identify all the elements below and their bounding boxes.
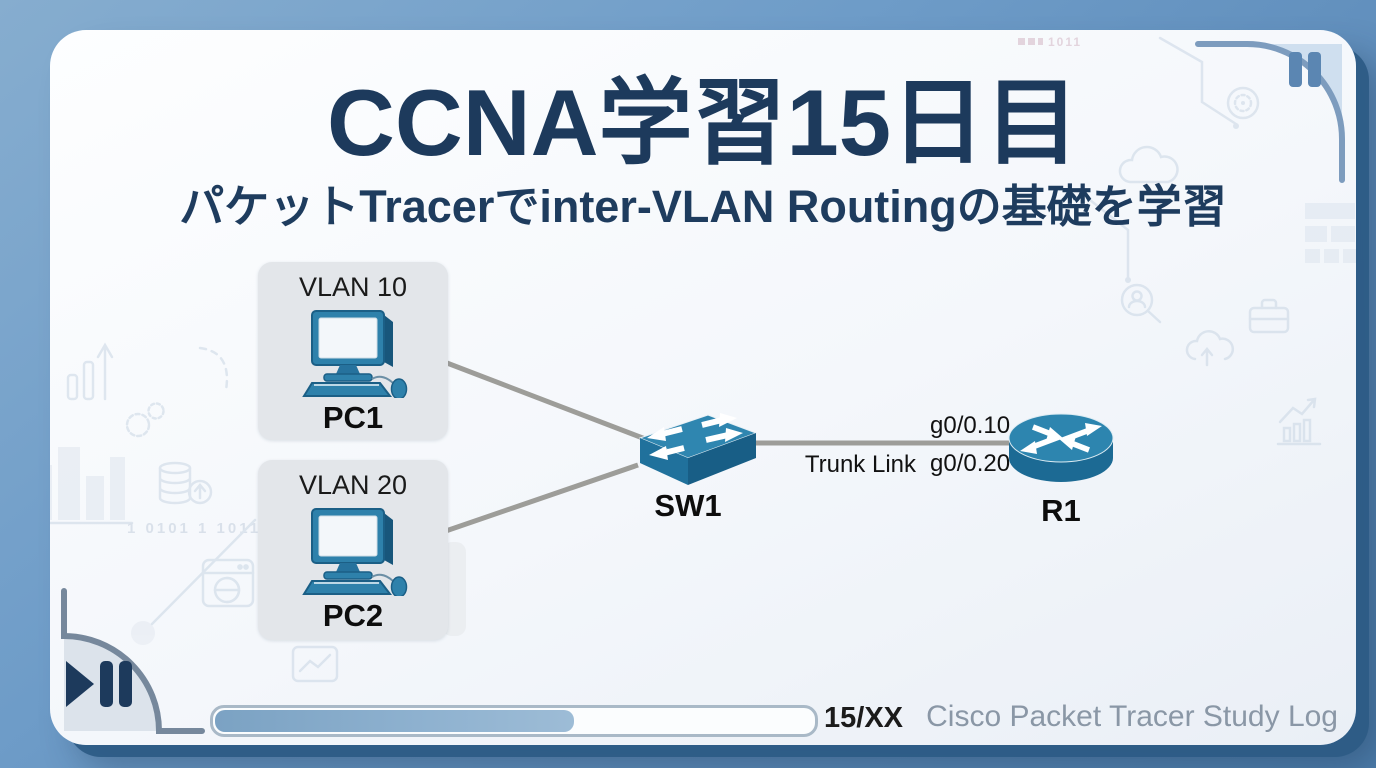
trend-chart-icon: [1276, 397, 1322, 446]
play-pause-icon: [66, 661, 132, 707]
data-grid-icon: [1305, 203, 1356, 263]
slide-counter: 15/XX: [824, 702, 903, 734]
svg-text:1011: 1011: [1048, 35, 1082, 49]
cloud-upload-icon: [1185, 330, 1234, 367]
vlan10-label: VLAN 10: [298, 272, 408, 302]
r1-label: R1: [1041, 493, 1081, 528]
page-subtitle: パケットTracerでinter-VLAN Routingの基礎を学習: [179, 181, 1227, 232]
user-search-icon: [1120, 283, 1162, 324]
cloud-icon: [1118, 145, 1179, 184]
browser-window-icon: [201, 558, 255, 608]
subinterface-g0010-label: g0/0.10: [930, 412, 1011, 439]
slide-card: 1 0101 1 1011: [50, 30, 1356, 745]
desktop-computer-icon: [301, 508, 407, 596]
pc2-group: VLAN 20 PC2: [258, 460, 448, 640]
sw1-label: SW1: [654, 488, 722, 523]
compass-icon: [1226, 86, 1260, 120]
progress-bar: [210, 705, 818, 737]
pc1-group: VLAN 10 PC1: [258, 262, 448, 440]
background-decor: 1 0101 1 1011: [50, 35, 1356, 683]
desktop-computer-icon: [301, 310, 407, 398]
decor-bar: [442, 542, 466, 636]
circuit-lines-icon: [1088, 36, 1239, 283]
page-title: CCNA学習15日目: [326, 70, 1080, 175]
binary-top-right: 1011: [1018, 35, 1082, 49]
binary-text: 1 0101 1 1011: [127, 520, 261, 537]
progress-fill: [215, 710, 574, 732]
pause-button[interactable]: [1136, 30, 1356, 200]
pc1-label: PC1: [322, 400, 384, 435]
bar-chart-icon: [50, 447, 125, 520]
circuit-dot-icon: [131, 518, 257, 645]
line-chart-icon: [291, 645, 339, 683]
router-icon: [1008, 413, 1114, 482]
growth-chart-icon: [66, 342, 229, 401]
subinterface-g0020-label: g0/0.20: [930, 450, 1011, 477]
watermark-text: Cisco Packet Tracer Study Log: [926, 700, 1338, 733]
vlan20-label: VLAN 20: [298, 470, 408, 500]
gears-icon: [125, 402, 165, 438]
database-icon: [158, 461, 213, 505]
trunk-link-label: Trunk Link: [804, 451, 916, 478]
briefcase-icon: [1248, 298, 1290, 334]
pause-icon: [1289, 52, 1321, 87]
switch-icon: [638, 413, 758, 485]
play-pause-button[interactable]: [50, 575, 270, 745]
pc2-label: PC2: [322, 598, 384, 633]
